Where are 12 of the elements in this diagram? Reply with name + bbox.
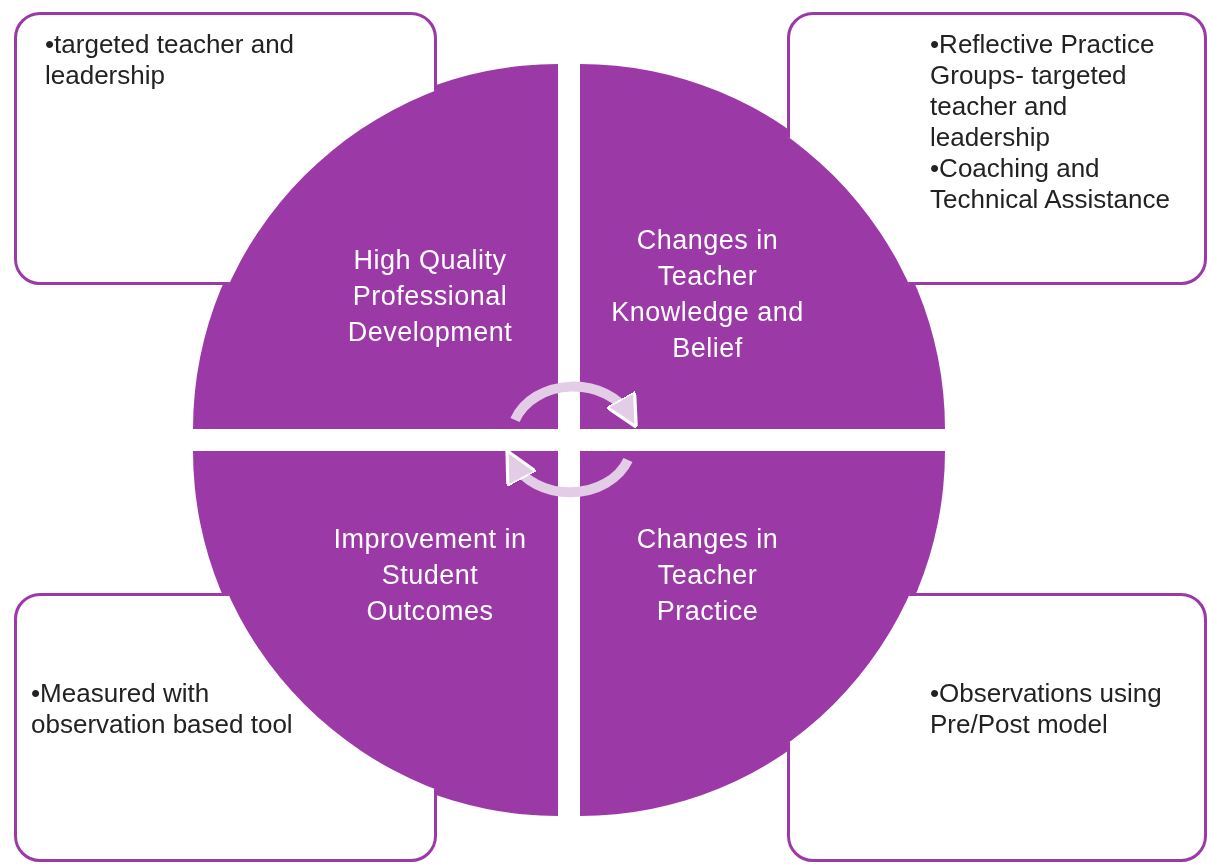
segment-label: High Quality Professional Development xyxy=(346,244,514,349)
text-box xyxy=(787,12,1207,285)
curved-arrow xyxy=(504,449,633,498)
bullet-text: •Observations using Pre/Post model xyxy=(930,678,1163,740)
bullet-text: •Coaching and Technical Assistance xyxy=(930,153,1171,215)
segment-label: Improvement in Student Outcomes xyxy=(332,523,528,628)
segment-label: Changes in Teacher Practice xyxy=(635,523,780,628)
segment-label: Changes in Teacher Knowledge and Belief xyxy=(610,224,805,365)
bullet-text: •Reflective Practice Groups- targeted teacher and leadership xyxy=(930,29,1156,153)
bullet-text: •targeted teacher and leadership xyxy=(45,29,296,91)
text-box xyxy=(787,593,1207,862)
bullet-text: •Measured with observation based tool xyxy=(31,678,294,740)
